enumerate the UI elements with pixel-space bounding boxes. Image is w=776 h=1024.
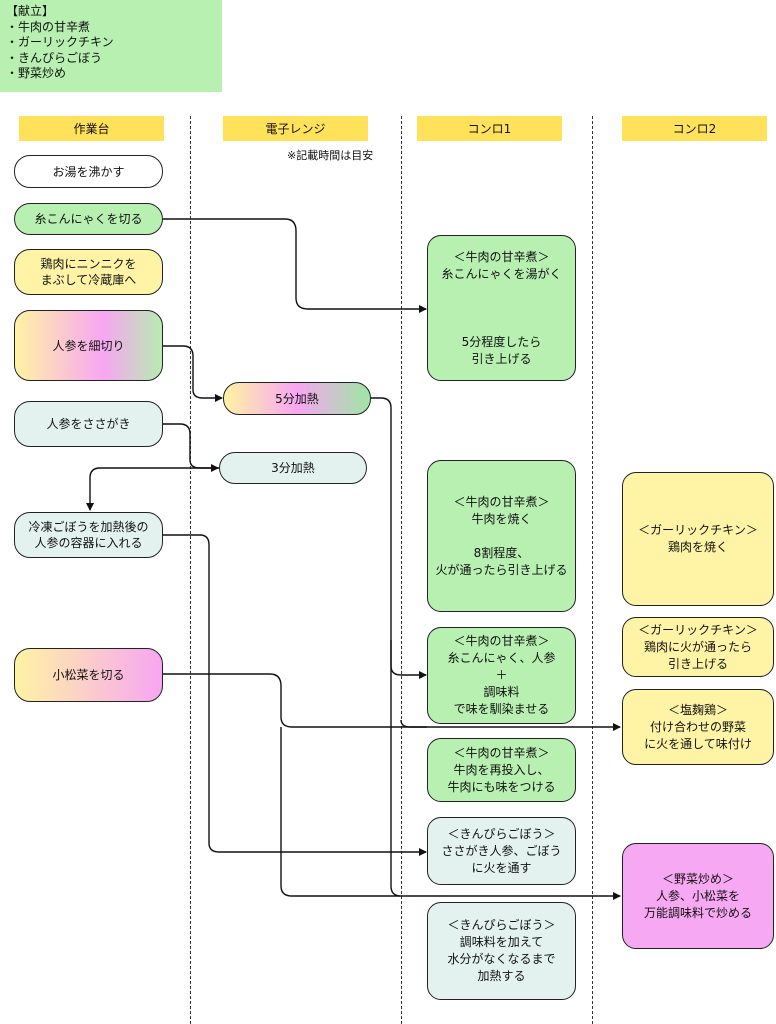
step-stove2-salt-koji: ＜塩麹鶏＞ 付け合わせの野菜 に火を通して味付け	[622, 689, 774, 765]
column-header-stove1: コンロ1	[417, 116, 562, 141]
step-stove2-chicken-done: ＜ガーリックチキン＞ 鶏肉に火が通ったら 引き上げる	[622, 617, 774, 677]
column-divider	[592, 116, 593, 1024]
time-note: ※記載時間は目安	[287, 149, 374, 162]
arrow-season-to-saltkoji	[400, 719, 427, 728]
arrow-carrot-to-microwave	[163, 345, 223, 402]
arrow-shave-to-microwave	[163, 423, 219, 472]
menu-item: ・野菜炒め	[6, 66, 67, 80]
step-shave-carrot: 人参をささがき	[14, 401, 163, 447]
step-stove2-vegetable-stirfry: ＜野菜炒め＞ 人参、小松菜を 万能調味料で炒める	[622, 843, 774, 949]
arrow-carrot-to-stirfry	[390, 640, 621, 900]
step-stove1-kinpira-cook: ＜きんぴらごぼう＞ ささがき人参、ごぼう に火を通す	[427, 817, 576, 885]
menu-item: ・牛肉の甘辛煮	[6, 19, 91, 34]
step-stove1-season: ＜牛肉の甘辛煮＞ 糸こんにゃく、人参 ＋ 調味料 で味を馴染ませる	[427, 627, 576, 724]
menu-item: ・きんぴらごぼう	[6, 50, 103, 65]
arrow-konnyaku-to-boil	[163, 218, 427, 313]
step-frozen-gobo: 冷凍ごぼうを加熱後の 人参の容器に入れる	[14, 512, 163, 558]
step-cut-konnyaku: 糸こんにゃくを切る	[14, 203, 163, 235]
step-microwave-3min: 3分加熱	[219, 452, 367, 484]
step-stove1-reinsert-beef: ＜牛肉の甘辛煮＞ 牛肉を再投入し、 牛肉にも味をつける	[427, 738, 576, 802]
step-stove1-kinpira-season: ＜きんぴらごぼう＞ 調味料を加えて 水分がなくなるまで 加熱する	[427, 902, 576, 1000]
step-stove1-grill-beef: ＜牛肉の甘辛煮＞ 牛肉を焼く 8割程度、 火が通ったら引き上げる	[427, 460, 576, 612]
step-stove2-grill-chicken: ＜ガーリックチキン＞ 鶏肉を焼く	[622, 472, 774, 606]
column-header-microwave: 電子レンジ	[223, 116, 368, 141]
step-chicken-garlic: 鶏肉にニンニクを まぶして冷蔵庫へ	[14, 249, 163, 295]
arrow-komatsuna-to-stirfry	[280, 727, 400, 897]
step-cut-komatsuna: 小松菜を切る	[14, 648, 163, 702]
arrow-microwave-to-season	[371, 397, 427, 679]
menu-box: 【献立】 ・牛肉の甘辛煮 ・ガーリックチキン ・きんぴらごぼう ・野菜炒め	[0, 0, 222, 92]
column-divider	[401, 116, 402, 1024]
column-divider	[190, 116, 191, 1024]
arrow-gobo-to-kinpira	[163, 534, 427, 856]
step-microwave-5min: 5分加熱	[223, 382, 371, 415]
step-cut-carrot: 人参を細切り	[14, 310, 163, 381]
arrow-microwave-to-gobo	[86, 467, 219, 511]
column-header-workbench: 作業台	[19, 116, 164, 141]
menu-item: ・ガーリックチキン	[6, 35, 114, 49]
column-header-stove2: コンロ2	[622, 116, 767, 141]
step-stove1-boil-konnyaku: ＜牛肉の甘辛煮＞ 糸こんにゃくを湯がく 5分程度したら 引き上げる	[427, 235, 576, 381]
step-boil-water: お湯を沸かす	[14, 155, 163, 188]
arrow-komatsuna-to-saltkoji	[163, 673, 621, 731]
menu-title: 【献立】	[6, 4, 55, 18]
